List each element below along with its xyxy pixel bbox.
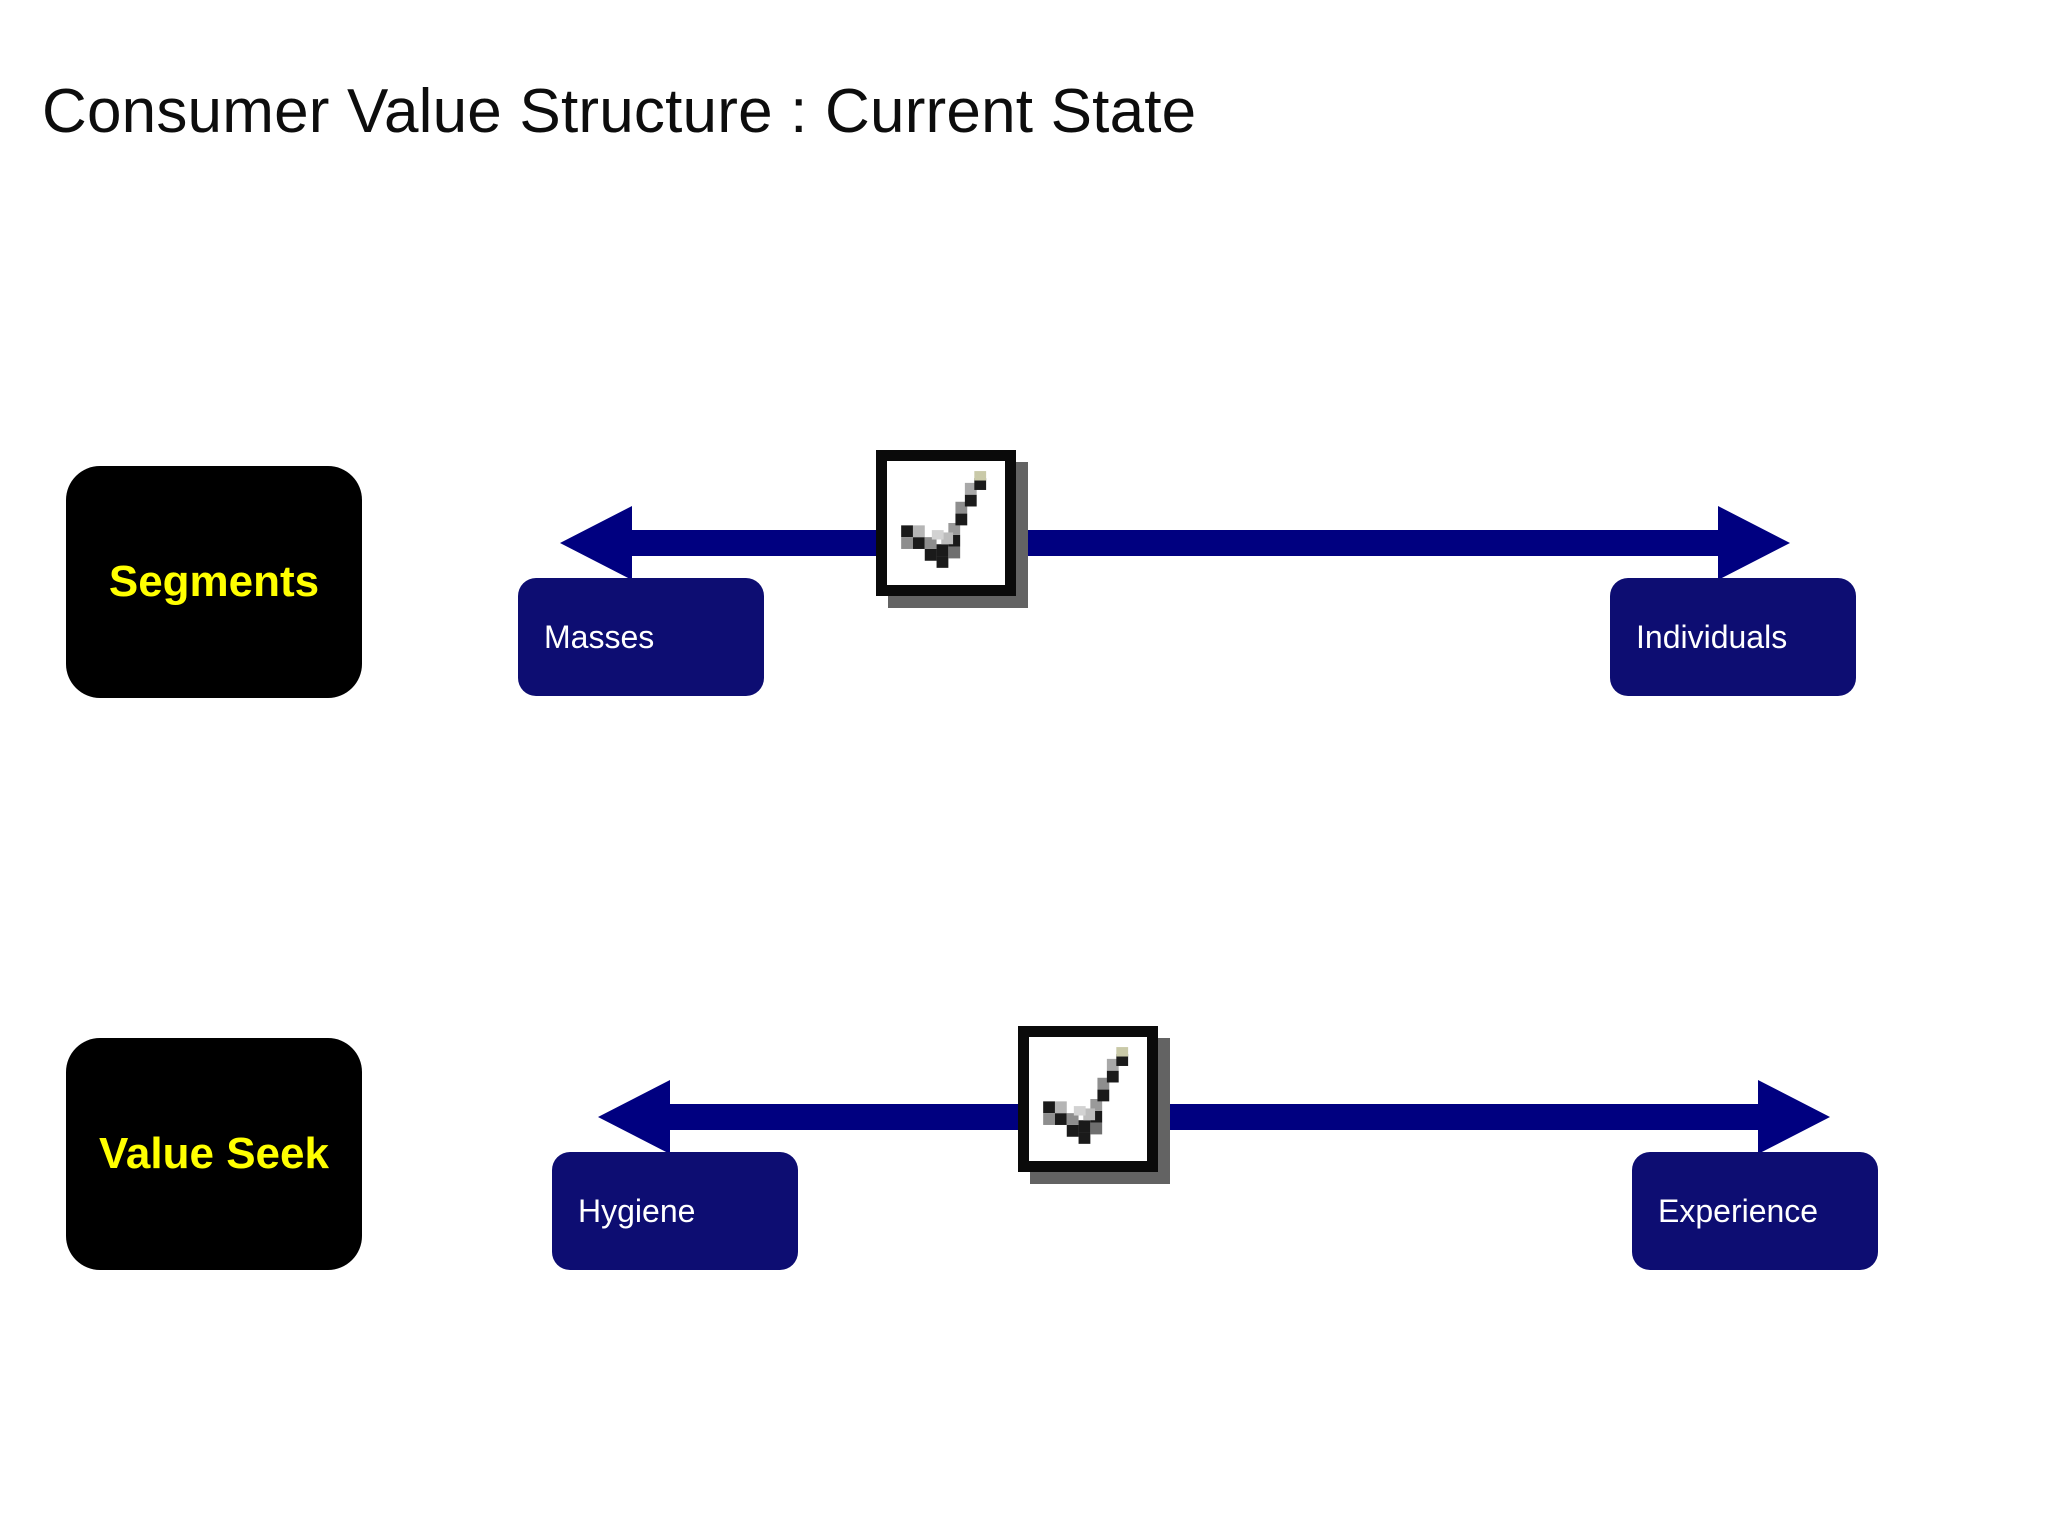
- checkmark-icon: [901, 471, 987, 568]
- pole-label-text: Individuals: [1636, 618, 1788, 655]
- dimension-row-value-seek: Value Seek Hygiene Experience: [0, 1000, 2048, 1290]
- pole-label-text: Masses: [544, 618, 655, 655]
- checkmark-frame: [876, 450, 1016, 596]
- checkmark-marker-value-seek[interactable]: [1018, 1026, 1170, 1184]
- pole-label-left-hygiene[interactable]: Hygiene: [552, 1152, 798, 1270]
- checkmark-icon: [1043, 1047, 1129, 1144]
- dimension-row-segments: Segments Masses Individuals: [0, 430, 2048, 720]
- spectrum-arrow-segments: [560, 498, 1790, 588]
- checkmark-marker-segments[interactable]: [876, 450, 1028, 608]
- pole-label-right-individuals[interactable]: Individuals: [1610, 578, 1856, 696]
- pole-label-right-experience[interactable]: Experience: [1632, 1152, 1878, 1270]
- spectrum-arrow-value-seek: [598, 1072, 1830, 1162]
- category-tile-label: Value Seek: [99, 1129, 329, 1178]
- category-tile-value-seek[interactable]: Value Seek: [66, 1038, 362, 1270]
- category-tile-segments[interactable]: Segments: [66, 466, 362, 698]
- checkmark-frame: [1018, 1026, 1158, 1172]
- pole-label-left-masses[interactable]: Masses: [518, 578, 764, 696]
- double-arrow-icon: [560, 506, 1790, 580]
- pole-label-text: Hygiene: [578, 1192, 696, 1229]
- page-title: Consumer Value Structure : Current State: [42, 77, 1197, 146]
- double-arrow-icon: [598, 1080, 1830, 1154]
- category-tile-label: Segments: [108, 557, 320, 606]
- pole-label-text: Experience: [1658, 1192, 1819, 1229]
